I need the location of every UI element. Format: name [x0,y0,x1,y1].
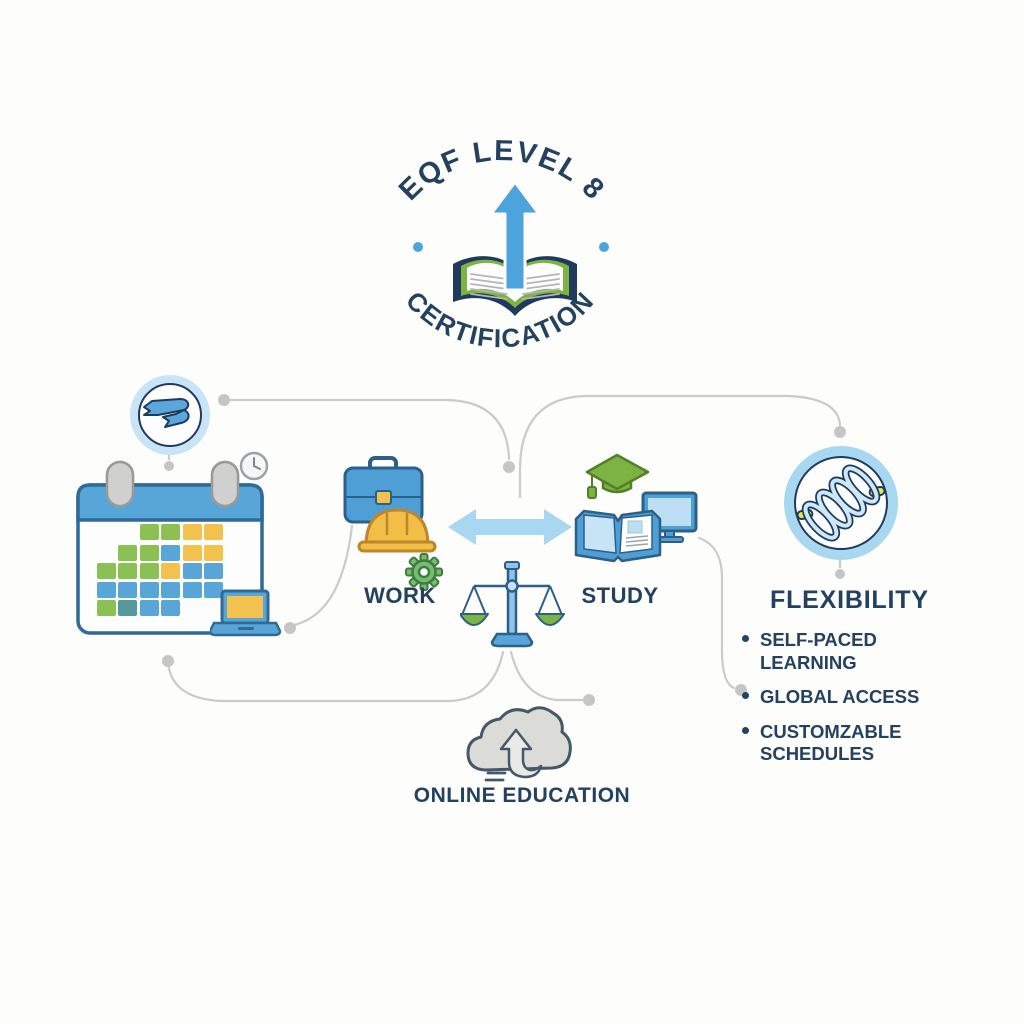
upload-arrow-icon [499,728,543,779]
connector-laptop-to-work [288,524,354,628]
flexibility-bullet-list: SELF-PACED LEARNING GLOBAL ACCESS CUSTOM… [742,629,960,778]
open-book-study-icon [574,509,662,563]
badge-arc-top-text: EQF LEVEL 8 [393,135,611,207]
list-item: GLOBAL ACCESS [742,686,960,709]
work-label: WORK [364,583,436,608]
eqf-badge: EQF LEVEL 8 CERTIFICATION [393,135,611,354]
connector-end-dots [162,394,846,706]
list-item: SELF-PACED LEARNING [742,629,960,674]
calendar-grid [97,524,223,616]
work-icons [343,456,443,591]
bullet-dot [742,726,749,734]
work-study-double-arrow-icon [448,509,572,545]
cloud-upload-icon [466,706,572,782]
balance-scale-icon [460,561,565,648]
bullet-text: SELF-PACED LEARNING [760,629,877,673]
bullet-text: GLOBAL ACCESS [760,686,920,708]
online-education-label: ONLINE EDUCATION [413,784,631,807]
bullet-dot [742,635,749,642]
graduation-cap-icon [585,453,650,499]
up-arrow-icon [489,180,541,292]
connector-scale-to-cloud [509,650,584,702]
spring-coil-icon [784,446,898,560]
study-label: STUDY [581,583,659,608]
connector-ribbon-to-center [222,398,511,461]
briefcase-icon [343,456,424,524]
bullet-dot [742,692,749,700]
flexibility-title: FLEXIBILITY [770,586,929,614]
hard-hat-icon [357,508,437,553]
laptop-icon [210,589,282,637]
ribbon-badge-icon [130,375,210,455]
badge-left-dot [413,242,423,252]
clock-icon [239,451,269,481]
open-book-icon [453,180,577,316]
connector-center-to-flexibility [518,394,842,499]
gear-icon [405,553,443,591]
connector-calendar-to-scale [166,650,505,703]
bullet-text: CUSTOMZABLE SCHEDULES [760,720,902,765]
calendar-icon [76,460,264,635]
connector-study-to-bullets [697,536,736,690]
book-page-lines [470,273,560,300]
list-item: CUSTOMZABLE SCHEDULES [742,721,960,766]
study-icons [574,453,698,563]
badge-right-dot [599,242,609,252]
